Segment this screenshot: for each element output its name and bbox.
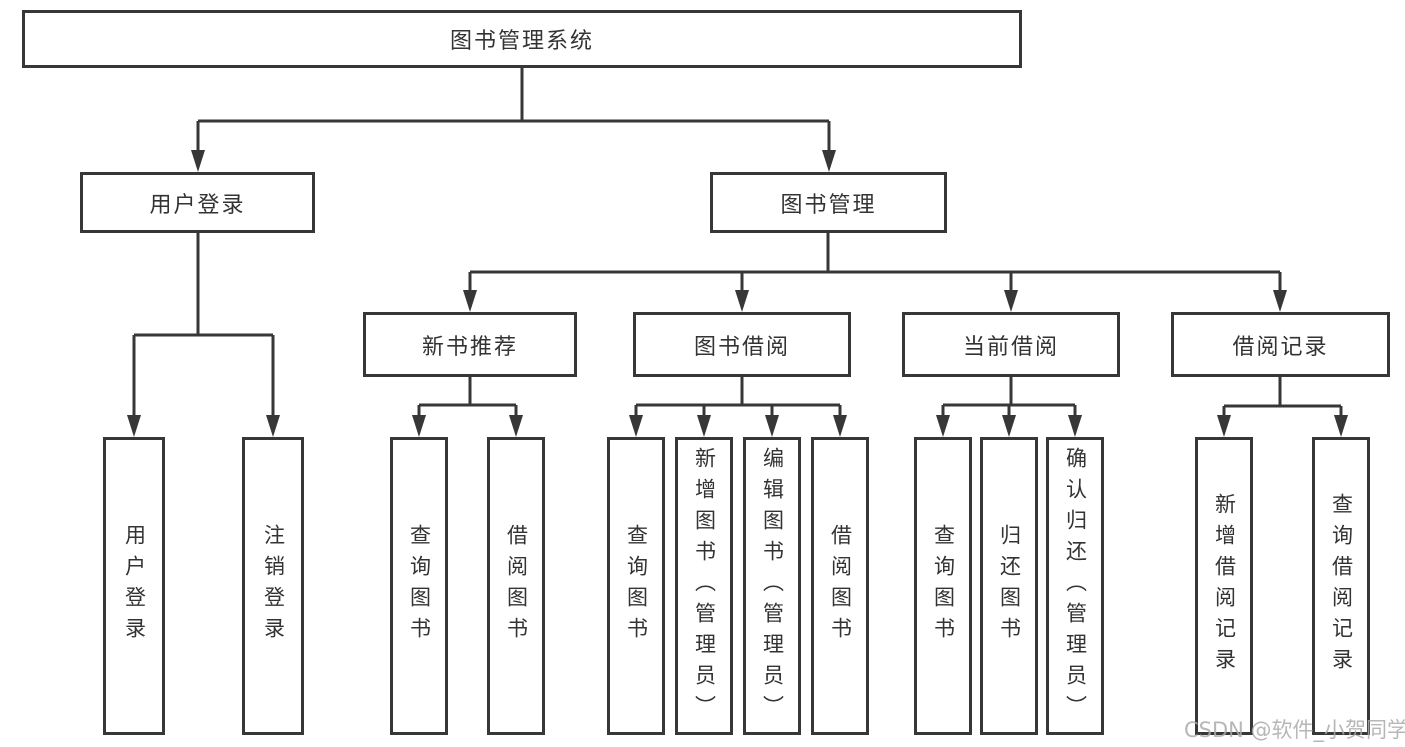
node-label: 查询借阅记录 bbox=[1329, 493, 1354, 679]
leaf-query-books-1: 查询图书 bbox=[390, 437, 448, 735]
arrow-down-icon bbox=[509, 415, 523, 437]
leaf-confirm-return-admin: 确认归还（管理员） bbox=[1046, 437, 1104, 735]
arrow-down-icon bbox=[266, 415, 280, 437]
node-label: 查询图书 bbox=[624, 524, 649, 648]
arrow-down-icon bbox=[1004, 290, 1018, 312]
arrow-down-icon bbox=[1002, 415, 1016, 437]
node-new-book-recommend: 新书推荐 bbox=[363, 312, 577, 377]
node-label: 借阅图书 bbox=[828, 524, 853, 648]
node-label: 图书管理 bbox=[780, 192, 877, 218]
node-borrowing-records: 借阅记录 bbox=[1171, 312, 1390, 377]
node-label: 图书管理系统 bbox=[449, 29, 594, 54]
node-label: 编辑图书（管理员） bbox=[760, 446, 785, 726]
arrow-down-icon bbox=[1068, 415, 1082, 437]
arrow-down-icon bbox=[1334, 415, 1348, 437]
arrow-down-icon bbox=[765, 415, 779, 437]
node-label: 新增借阅记录 bbox=[1212, 493, 1237, 679]
node-user-login: 用户登录 bbox=[80, 172, 315, 233]
node-label: 确认归还（管理员） bbox=[1063, 446, 1088, 726]
arrow-down-icon bbox=[463, 290, 477, 312]
node-label: 用户登录 bbox=[149, 192, 246, 218]
node-label: 用户登录 bbox=[122, 524, 147, 648]
node-label: 新增图书（管理员） bbox=[692, 446, 717, 726]
node-label: 归还图书 bbox=[997, 524, 1022, 648]
arrow-down-icon bbox=[1217, 415, 1231, 437]
leaf-user-login: 用户登录 bbox=[103, 437, 165, 735]
leaf-edit-books-admin: 编辑图书（管理员） bbox=[743, 437, 801, 735]
csdn-watermark: CSDN @软件_小贺同学 bbox=[1184, 718, 1405, 742]
arrow-down-icon bbox=[191, 150, 205, 172]
node-label: 当前借阅 bbox=[962, 334, 1059, 360]
arrow-down-icon bbox=[1273, 290, 1287, 312]
node-label: 查询图书 bbox=[407, 524, 432, 648]
node-label: 借阅图书 bbox=[504, 524, 529, 648]
leaf-return-books: 归还图书 bbox=[980, 437, 1038, 735]
leaf-query-books-3: 查询图书 bbox=[914, 437, 972, 735]
node-label: 图书借阅 bbox=[693, 334, 790, 360]
connector-borrowing-to-leaves bbox=[634, 377, 842, 417]
leaf-query-books-2: 查询图书 bbox=[607, 437, 665, 735]
arrow-down-icon bbox=[936, 415, 950, 437]
node-label: 新书推荐 bbox=[421, 334, 518, 360]
leaf-borrow-books-2: 借阅图书 bbox=[811, 437, 869, 735]
node-book-borrowing: 图书借阅 bbox=[633, 312, 851, 377]
arrow-down-icon bbox=[833, 415, 847, 437]
connector-userlogin-to-leaves bbox=[132, 233, 275, 417]
node-book-management: 图书管理 bbox=[710, 172, 947, 233]
node-label: 借阅记录 bbox=[1232, 334, 1329, 360]
connector-current-to-leaves bbox=[941, 377, 1077, 417]
arrow-down-icon bbox=[822, 150, 836, 172]
node-label: 查询图书 bbox=[931, 524, 956, 648]
node-label: 注销登录 bbox=[261, 524, 286, 648]
arrow-down-icon bbox=[127, 415, 141, 437]
leaf-add-borrow-record: 新增借阅记录 bbox=[1195, 437, 1253, 735]
arrow-down-icon bbox=[735, 290, 749, 312]
leaf-add-books-admin: 新增图书（管理员） bbox=[675, 437, 733, 735]
connector-bookmgmt-to-level3 bbox=[468, 233, 1282, 292]
arrow-down-icon bbox=[412, 415, 426, 437]
connector-records-to-leaves bbox=[1222, 377, 1343, 417]
arrow-down-icon bbox=[629, 415, 643, 437]
leaf-query-borrow-record: 查询借阅记录 bbox=[1312, 437, 1370, 735]
connector-newbook-to-leaves bbox=[417, 377, 518, 417]
leaf-logout: 注销登录 bbox=[242, 437, 304, 735]
node-library-management-system: 图书管理系统 bbox=[22, 10, 1022, 68]
connector-root-to-level2 bbox=[196, 68, 831, 152]
leaf-borrow-books-1: 借阅图书 bbox=[487, 437, 545, 735]
arrow-down-icon bbox=[697, 415, 711, 437]
node-current-borrowing: 当前借阅 bbox=[902, 312, 1120, 377]
